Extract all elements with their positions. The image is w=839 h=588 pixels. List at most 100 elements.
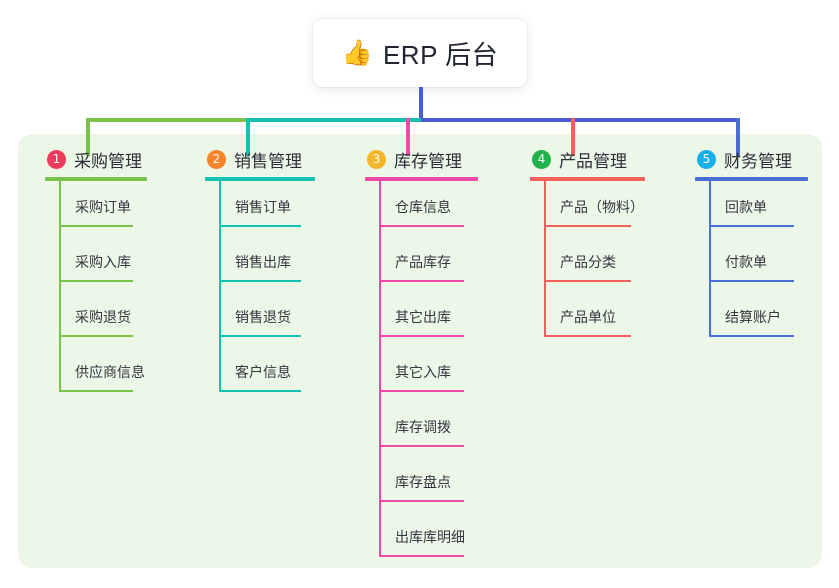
tree-leaf-label: 产品库存 xyxy=(395,254,451,270)
branch-spine xyxy=(59,181,61,392)
drop-connector-2 xyxy=(246,118,250,156)
tree-leaf-label: 产品单位 xyxy=(560,309,616,325)
tree-leaf-label: 采购入库 xyxy=(75,254,131,270)
tree-leaf-label: 库存盘点 xyxy=(395,474,451,490)
branch-index-badge: 2 xyxy=(207,149,226,169)
branch-underline xyxy=(530,177,645,181)
tree-leaf-underline xyxy=(59,335,133,337)
branch-item-list: 产品（物料） 产品分类产品单位 xyxy=(530,181,645,346)
tree-leaf-underline xyxy=(59,280,133,282)
tree-leaf-node[interactable]: 库存盘点 xyxy=(365,456,478,511)
tree-leaf-underline xyxy=(59,390,133,392)
tree-leaf-underline xyxy=(379,555,464,557)
tree-leaf-underline xyxy=(544,335,631,337)
tree-leaf-underline xyxy=(379,280,464,282)
branch-spine xyxy=(379,181,381,557)
branch-title-label: 财务管理 xyxy=(724,151,792,171)
drop-connector-4 xyxy=(571,118,575,156)
branch-index-badge: 1 xyxy=(47,149,66,169)
root-node-erp-backend[interactable]: 👍 ERP 后台 xyxy=(313,19,527,87)
bus-segment-3 xyxy=(421,118,740,122)
tree-background-panel xyxy=(18,134,822,568)
tree-leaf-node[interactable]: 仓库信息 xyxy=(365,181,478,236)
tree-leaf-node[interactable]: 产品（物料） xyxy=(530,181,645,236)
tree-leaf-node[interactable]: 付款单 xyxy=(695,236,808,291)
tree-leaf-label: 产品（物料） xyxy=(560,199,644,215)
tree-leaf-node[interactable]: 采购订单 xyxy=(45,181,147,236)
branch-title-label: 采购管理 xyxy=(74,151,142,171)
tree-leaf-node[interactable]: 其它入库 xyxy=(365,346,478,401)
branch-index-badge: 4 xyxy=(532,149,551,169)
tree-leaf-node[interactable]: 产品库存 xyxy=(365,236,478,291)
tree-leaf-underline xyxy=(544,280,631,282)
branch-underline xyxy=(45,177,147,181)
tree-leaf-underline xyxy=(219,335,301,337)
tree-leaf-node[interactable]: 结算账户 xyxy=(695,291,808,346)
drop-connector-1 xyxy=(86,118,90,156)
tree-leaf-underline xyxy=(219,390,301,392)
branch-title-label: 库存管理 xyxy=(394,151,462,171)
root-node-label: ERP 后台 xyxy=(382,39,499,70)
bus-segment-2 xyxy=(246,118,425,122)
tree-leaf-node[interactable]: 销售订单 xyxy=(205,181,315,236)
thumbs-up-icon: 👍 xyxy=(341,38,373,67)
tree-leaf-underline xyxy=(379,225,464,227)
tree-leaf-node[interactable]: 产品分类 xyxy=(530,236,645,291)
tree-leaf-label: 出库库明细 xyxy=(395,529,465,545)
bus-segment-1 xyxy=(86,118,250,122)
branch-column-2: 2 销售管理销售订单销售出库销售退货客户信息 xyxy=(205,146,315,401)
tree-leaf-underline xyxy=(59,225,133,227)
branch-header-1[interactable]: 1 采购管理 xyxy=(45,146,147,172)
branch-header-3[interactable]: 3 库存管理 xyxy=(365,146,478,172)
tree-leaf-underline xyxy=(379,500,464,502)
tree-leaf-underline xyxy=(379,390,464,392)
branch-header-4[interactable]: 4 产品管理 xyxy=(530,146,645,172)
tree-leaf-label: 销售退货 xyxy=(235,309,291,325)
drop-connector-3 xyxy=(406,118,410,156)
branch-column-3: 3 库存管理仓库信息产品库存其它出库其它入库库存调拨库存盘点出库库明细 xyxy=(365,146,478,566)
branch-title-label: 销售管理 xyxy=(234,151,302,171)
tree-leaf-underline xyxy=(219,225,301,227)
tree-leaf-underline xyxy=(219,280,301,282)
branch-column-5: 5 财务管理回款单付款单结算账户 xyxy=(695,146,808,346)
tree-leaf-node[interactable]: 采购入库 xyxy=(45,236,147,291)
tree-leaf-label: 其它出库 xyxy=(395,309,451,325)
branch-item-list: 回款单付款单结算账户 xyxy=(695,181,808,346)
branch-spine xyxy=(219,181,221,392)
tree-leaf-underline xyxy=(379,445,464,447)
tree-leaf-label: 产品分类 xyxy=(560,254,616,270)
root-stem-connector xyxy=(419,87,423,118)
branch-item-list: 销售订单销售出库销售退货客户信息 xyxy=(205,181,315,401)
branch-underline xyxy=(365,177,478,181)
tree-leaf-label: 销售订单 xyxy=(235,199,291,215)
tree-leaf-underline xyxy=(709,280,794,282)
tree-leaf-label: 库存调拨 xyxy=(395,419,451,435)
tree-leaf-underline xyxy=(709,335,794,337)
tree-leaf-node[interactable]: 出库库明细 xyxy=(365,511,478,566)
branch-header-2[interactable]: 2 销售管理 xyxy=(205,146,315,172)
tree-leaf-node[interactable]: 回款单 xyxy=(695,181,808,236)
branch-header-5[interactable]: 5 财务管理 xyxy=(695,146,808,172)
tree-leaf-node[interactable]: 采购退货 xyxy=(45,291,147,346)
tree-leaf-label: 结算账户 xyxy=(725,309,781,325)
branch-item-list: 采购订单采购入库采购退货供应商信息 xyxy=(45,181,147,401)
tree-leaf-node[interactable]: 销售出库 xyxy=(205,236,315,291)
branch-underline xyxy=(695,177,808,181)
tree-leaf-node[interactable]: 客户信息 xyxy=(205,346,315,401)
branch-index-badge: 5 xyxy=(697,149,716,169)
branch-item-list: 仓库信息产品库存其它出库其它入库库存调拨库存盘点出库库明细 xyxy=(365,181,478,566)
branch-index-badge: 3 xyxy=(367,149,386,169)
tree-leaf-node[interactable]: 库存调拨 xyxy=(365,401,478,456)
tree-leaf-node[interactable]: 销售退货 xyxy=(205,291,315,346)
tree-leaf-label: 付款单 xyxy=(725,254,767,270)
branch-title-label: 产品管理 xyxy=(559,151,627,171)
tree-leaf-underline xyxy=(709,225,794,227)
tree-leaf-node[interactable]: 供应商信息 xyxy=(45,346,147,401)
tree-leaf-node[interactable]: 其它出库 xyxy=(365,291,478,346)
tree-leaf-node[interactable]: 产品单位 xyxy=(530,291,645,346)
tree-leaf-label: 采购退货 xyxy=(75,309,131,325)
branch-underline xyxy=(205,177,315,181)
branch-spine xyxy=(544,181,546,337)
tree-leaf-label: 客户信息 xyxy=(235,364,291,380)
